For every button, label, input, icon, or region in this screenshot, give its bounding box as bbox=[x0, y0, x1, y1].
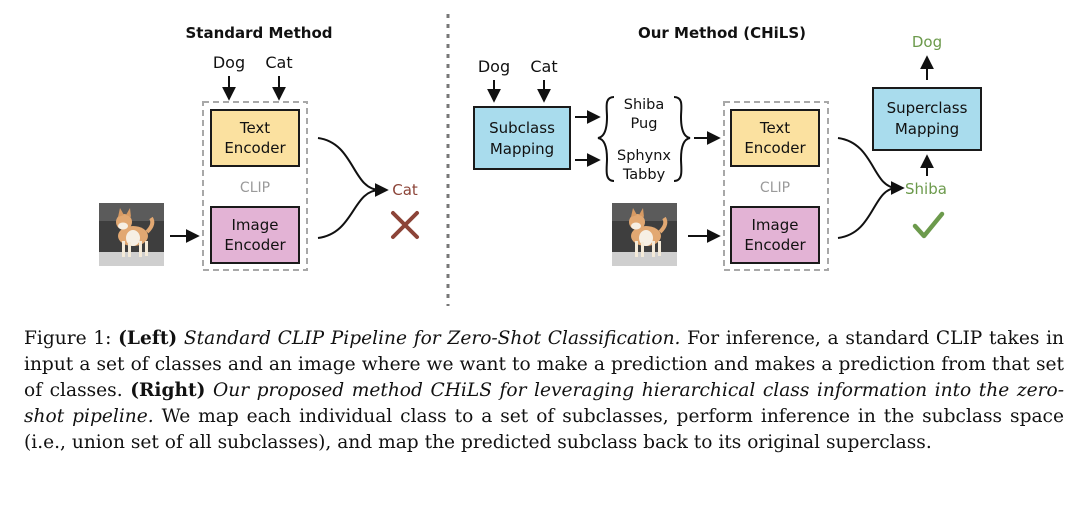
superclass-mapping-line1: Superclass bbox=[887, 99, 968, 117]
right-text-encoder-line1: Text bbox=[759, 119, 790, 137]
left-text-encoder-line1: Text bbox=[239, 119, 270, 137]
right-clip-container bbox=[723, 101, 829, 271]
left-caption-text: For inference, a standard CLIP takes in … bbox=[24, 328, 1064, 401]
subclass-mapping-box bbox=[473, 106, 571, 170]
dog-photo bbox=[99, 203, 164, 266]
left-image-encoder-line1: Image bbox=[232, 216, 279, 234]
left-image-encoder-box bbox=[210, 206, 300, 264]
left-input-cat: Cat bbox=[265, 53, 292, 72]
right-clip-label: CLIP bbox=[760, 180, 790, 196]
subclass-pug: Pug bbox=[631, 116, 658, 132]
right-input-cat: Cat bbox=[530, 57, 557, 76]
checkmark-icon bbox=[912, 211, 945, 239]
subclass-mapping-line1: Subclass bbox=[489, 119, 555, 137]
right-image-encoder-box bbox=[730, 206, 820, 264]
left-caption-title: Standard CLIP Pipeline for Zero-Shot Cla… bbox=[183, 328, 681, 349]
left-panel-title: Standard Method bbox=[186, 24, 333, 42]
right-caption-title: Our proposed method CHiLS for leveraging… bbox=[24, 380, 1064, 427]
subclass-sphynx: Sphynx bbox=[617, 148, 671, 164]
right-image-encoder-line2: Encoder bbox=[744, 236, 806, 254]
left-tag: (Left) bbox=[118, 328, 178, 349]
figure-caption: Figure 1: (Left) Standard CLIP Pipeline … bbox=[24, 326, 1064, 456]
left-text-encoder-box bbox=[210, 109, 300, 167]
right-input-dog: Dog bbox=[478, 57, 510, 76]
right-text-encoder-box bbox=[730, 109, 820, 167]
final-prediction: Dog bbox=[912, 33, 942, 51]
figure-diagram: Standard Method Dog Cat Text Encoder CLI… bbox=[99, 14, 982, 306]
left-clip-label: CLIP bbox=[240, 180, 270, 196]
right-text-encoder-line2: Encoder bbox=[744, 139, 806, 157]
right-tag: (Right) bbox=[130, 380, 206, 401]
left-input-dog: Dog bbox=[213, 53, 245, 72]
superclass-mapping-line2: Mapping bbox=[895, 120, 959, 138]
subclass-mapping-line2: Mapping bbox=[490, 140, 554, 158]
dog-photo bbox=[612, 203, 677, 266]
right-caption-text: We map each individual class to a set of… bbox=[24, 406, 1064, 453]
subclass-tabby: Tabby bbox=[622, 167, 666, 183]
left-brace bbox=[597, 96, 615, 182]
left-prediction: Cat bbox=[392, 181, 418, 199]
right-image-encoder-line1: Image bbox=[752, 216, 799, 234]
subclass-prediction: Shiba bbox=[905, 180, 947, 198]
subclass-shiba: Shiba bbox=[624, 97, 665, 113]
right-merge-curve-top bbox=[837, 137, 898, 189]
left-panel: Standard Method Dog Cat Text Encoder CLI… bbox=[99, 24, 419, 271]
superclass-mapping-box bbox=[872, 87, 982, 151]
left-clip-container bbox=[202, 101, 308, 271]
right-panel: Our Method (CHiLS) Dog Cat Subclass Mapp… bbox=[473, 24, 982, 271]
left-text-encoder-line2: Encoder bbox=[224, 139, 286, 157]
figure-label: Figure 1: bbox=[24, 328, 112, 349]
right-panel-title: Our Method (CHiLS) bbox=[638, 24, 806, 42]
right-brace bbox=[673, 96, 691, 182]
cross-icon bbox=[391, 211, 419, 239]
left-merge-curve-bottom bbox=[317, 189, 381, 239]
left-merge-curve-top bbox=[317, 137, 381, 191]
left-image-encoder-line2: Encoder bbox=[224, 236, 286, 254]
right-merge-curve-bottom bbox=[837, 187, 898, 239]
